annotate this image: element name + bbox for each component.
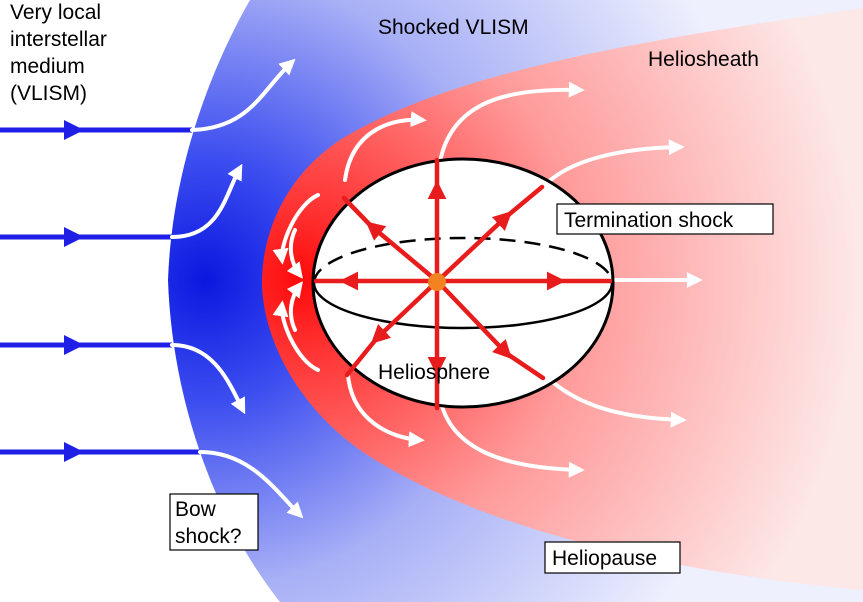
heliosheath-label: Heliosheath xyxy=(648,48,759,71)
flow-line xyxy=(286,281,303,332)
sun xyxy=(428,273,446,291)
flow-line xyxy=(343,111,427,182)
heliopause-box xyxy=(544,541,681,574)
heliopause-label: Heliopause xyxy=(552,547,657,570)
shocked-vlism-label: Shocked VLISM xyxy=(378,16,529,39)
bow-shock-label-line2: shock? xyxy=(175,525,242,548)
vlism-label-line4: (VLISM) xyxy=(10,82,87,105)
vlism-flow-lines xyxy=(0,127,200,455)
flow-line xyxy=(272,300,320,372)
vlism-label-line1: Very local xyxy=(10,1,101,24)
vlism-flow-arrowheads xyxy=(64,120,84,462)
bow-shock-box xyxy=(169,493,259,551)
flow-line xyxy=(543,139,685,187)
flow-line xyxy=(438,396,585,478)
equator-back xyxy=(312,236,614,284)
vlism-arrow-icon xyxy=(64,442,84,462)
vlism-label-line2: interstellar xyxy=(10,28,107,51)
termination-shock-box xyxy=(556,203,774,235)
solar-wind-arrow xyxy=(370,284,434,344)
flow-line xyxy=(272,193,320,265)
flow-line xyxy=(190,58,296,132)
vlism-label-line3: medium xyxy=(10,55,85,78)
flow-line xyxy=(198,450,304,519)
flow-line xyxy=(286,228,303,279)
flow-line xyxy=(170,163,243,239)
solar-wind-arrow xyxy=(365,221,434,279)
solar-wind-arrow xyxy=(341,195,375,230)
vlism-arrow-icon xyxy=(64,120,84,140)
bow-shock-label-line1: Bow xyxy=(175,498,217,521)
solar-wind-arrow xyxy=(440,211,513,279)
vlism-arrow-icon xyxy=(64,335,84,355)
deflected-flow-lines xyxy=(170,58,703,519)
flow-line xyxy=(170,343,246,415)
vlism-arrow-icon xyxy=(64,227,84,247)
equator-front xyxy=(312,282,614,330)
solar-wind-arrow xyxy=(503,350,546,381)
flow-line xyxy=(346,373,425,448)
flow-line xyxy=(438,81,585,164)
solar-wind-arrow xyxy=(440,284,512,360)
flow-line xyxy=(543,373,687,428)
solar-wind-arrow xyxy=(503,184,545,220)
solar-wind-arrow xyxy=(344,335,380,378)
solar-wind-arrows xyxy=(313,157,613,411)
termination-shock-label: Termination shock xyxy=(564,209,734,232)
heliosphere-label: Heliosphere xyxy=(378,361,490,384)
